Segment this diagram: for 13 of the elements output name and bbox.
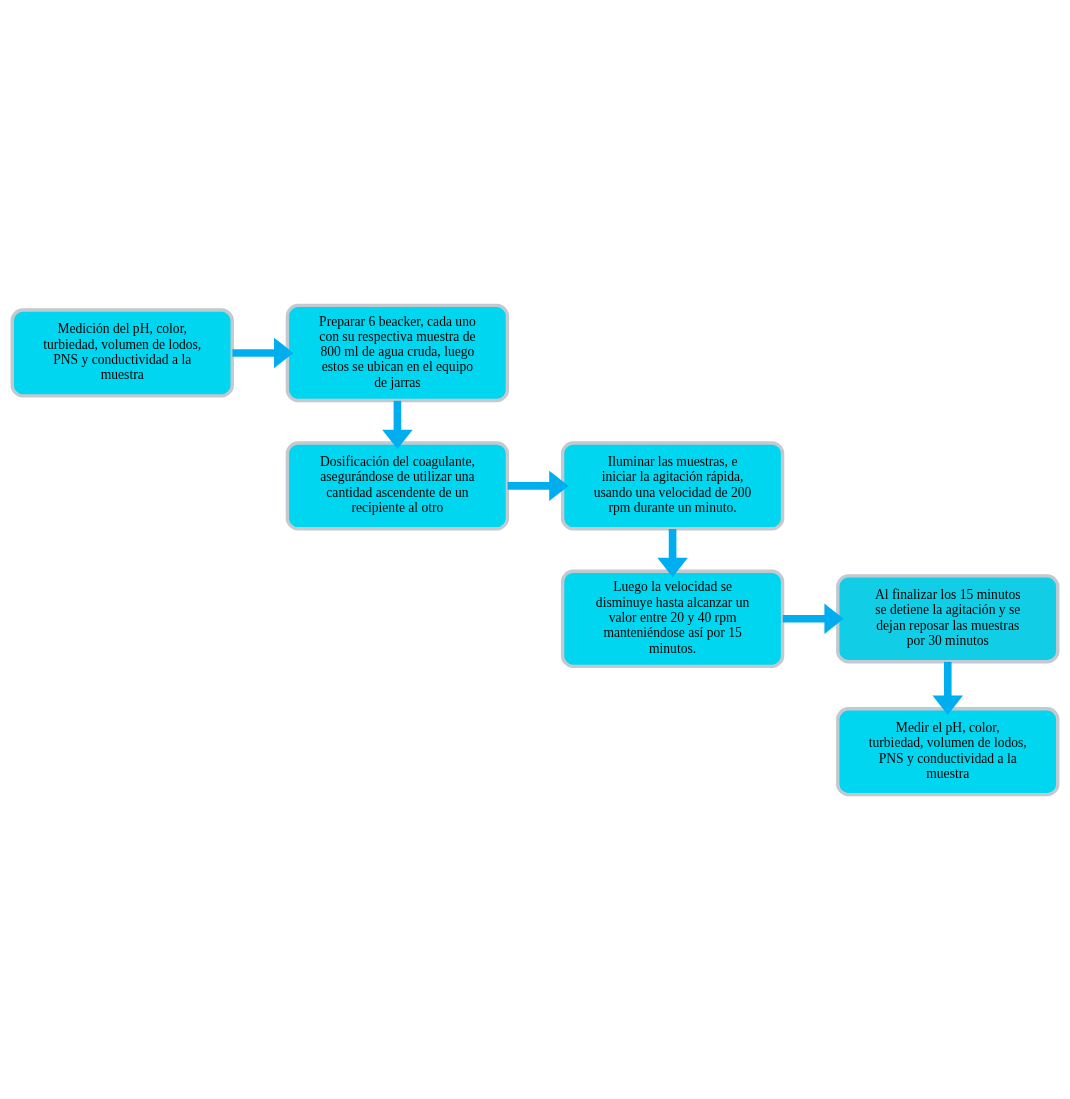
arrow [507, 470, 569, 501]
node-box: Luego la velocidad se disminuye hasta alcanzar un valor entre 20 y 40 rpm manteniéndose así por 15 minutos. [560, 569, 785, 668]
node-box: Medición del pH, color, turbiedad, volumen de lodos, PNS y conductividad a la muestra [10, 307, 234, 398]
arrow [657, 528, 688, 577]
node-box: Dosificación del coagulante, asegurándose de utilizar una cantidad ascendente de un recipiente al otro [285, 440, 510, 530]
arrow [782, 603, 844, 634]
node-box: Medir el pH, color, turbiedad, volumen de lodos, PNS y conductividad a la muestra [836, 706, 1060, 796]
node-box: Al finalizar los 15 minutos se detiene la agitación y se dejan reposar las muestras por 30 minutos [836, 573, 1060, 663]
arrow [932, 661, 963, 715]
arrow [232, 337, 294, 368]
node-box: Iluminar las muestras, e iniciar la agitación rápida, usando una velocidad de 200 rpm durante un minuto. [560, 440, 785, 530]
arrow [382, 400, 413, 449]
node-box: Preparar 6 beacker, cada uno con su respectiva muestra de 800 ml de agua cruda, luego estos se ubican en el equipo de jarras [285, 303, 510, 402]
